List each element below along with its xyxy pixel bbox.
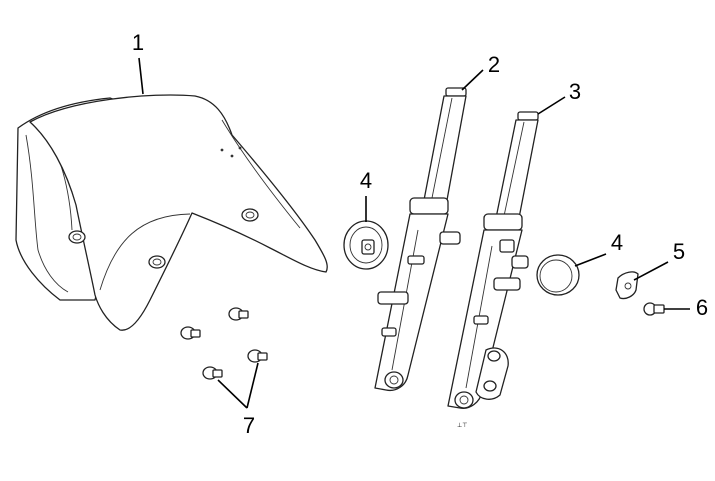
leader-lines (138, 57, 690, 409)
callout-6: 6 (696, 295, 708, 320)
fork-cap-icon (343, 220, 389, 270)
callout-1: 1 (132, 30, 144, 55)
callout-3: 3 (569, 79, 581, 104)
left-fork-leg-icon (374, 87, 467, 392)
leader-7a (246, 362, 259, 409)
leader-3 (537, 96, 566, 115)
screw-icon (180, 307, 268, 380)
leader-2 (461, 69, 484, 91)
callout-2: 2 (488, 52, 500, 77)
front-fender-icon (15, 94, 328, 331)
bracket-clip-icon (615, 271, 639, 300)
bolt-icon (643, 302, 665, 316)
right-fork-leg-icon: ⊥⊤ (447, 111, 539, 429)
callout-7: 7 (243, 413, 255, 438)
leader-7b (217, 379, 248, 409)
leader-5 (633, 261, 669, 281)
svg-text:⊥⊤: ⊥⊤ (457, 422, 467, 429)
leader-4b (574, 253, 607, 267)
fork-cap-icon (536, 254, 580, 296)
leader-1 (138, 57, 144, 95)
callout-4b: 4 (611, 230, 623, 255)
callout-labels: 1 2 3 4 4 5 6 7 (132, 30, 708, 438)
callout-5: 5 (673, 239, 685, 264)
callout-4a: 4 (360, 168, 372, 193)
